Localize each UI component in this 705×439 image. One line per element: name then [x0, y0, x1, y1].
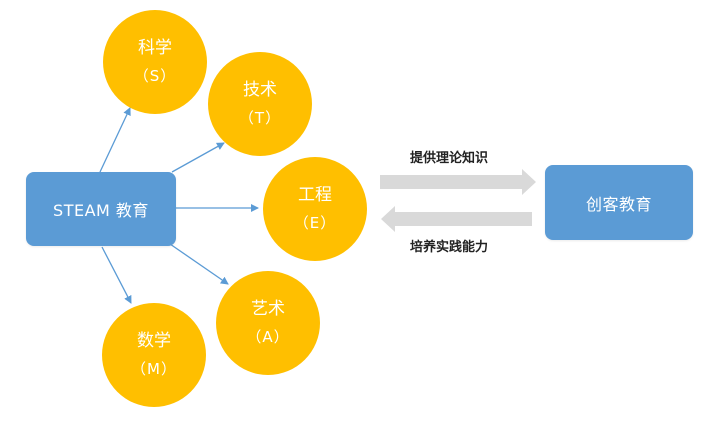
steam-education-label: STEAM 教育 [53, 201, 149, 220]
arrow-to-science [99, 107, 131, 173]
develop-practice-label: 培养实践能力 [410, 240, 489, 255]
science-label: 科学 [138, 38, 172, 58]
arrow-to-math [101, 246, 132, 304]
maker-education-label: 创客教育 [585, 194, 652, 214]
math-label: 数学 [137, 331, 171, 351]
math-letter: （M） [131, 360, 177, 378]
math-node: 数学 （M） [102, 303, 206, 407]
big-arrow-right [380, 169, 536, 195]
science-letter: （S） [133, 67, 177, 85]
steam-education-box: STEAM 教育 [26, 172, 176, 246]
engineering-letter: （E） [293, 214, 337, 232]
big-arrow-left [381, 206, 532, 232]
maker-education-box: 创客教育 [545, 165, 693, 240]
provide-theory-label: 提供理论知识 [410, 151, 489, 166]
engineering-node: 工程 （E） [263, 157, 367, 261]
arts-node: 艺术 （A） [216, 271, 320, 375]
technology-letter: （T） [238, 109, 282, 127]
arrow-to-technology [171, 142, 225, 173]
technology-label: 技术 [243, 80, 277, 100]
technology-node: 技术 （T） [208, 52, 312, 156]
arrow-to-arts [169, 243, 229, 285]
arts-label: 艺术 [251, 299, 285, 319]
engineering-label: 工程 [298, 185, 332, 205]
science-node: 科学 （S） [103, 10, 207, 114]
arts-letter: （A） [246, 328, 290, 346]
